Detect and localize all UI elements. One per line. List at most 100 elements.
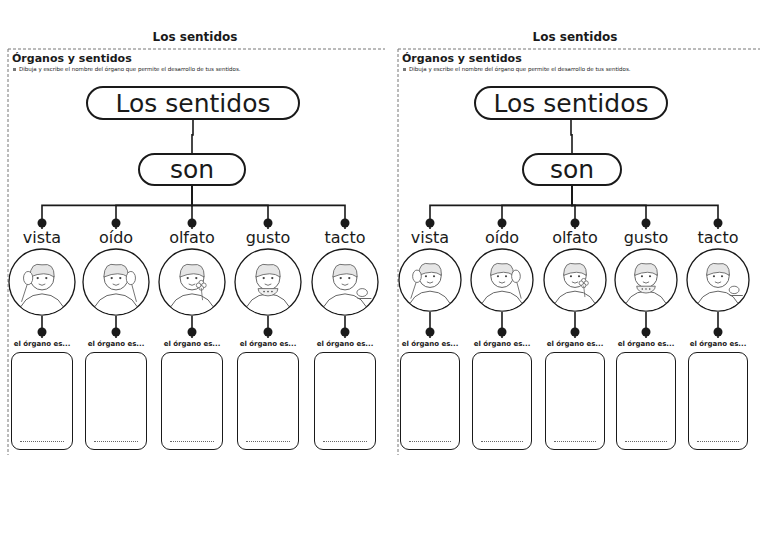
sense-heading: vista <box>392 229 468 248</box>
connector-line <box>571 120 572 153</box>
connector-dot <box>188 219 197 228</box>
writing-line <box>20 441 63 442</box>
child-illustration <box>320 264 371 316</box>
kid-eye <box>433 275 435 277</box>
connector-line <box>572 186 718 229</box>
connector-dot <box>714 219 723 228</box>
dashed-border <box>8 49 9 455</box>
sense-name: vista <box>4 229 80 247</box>
circle-outline <box>608 248 684 312</box>
bullet-mark <box>13 68 16 71</box>
child-illustration <box>479 263 526 312</box>
kid-mouth <box>189 284 196 285</box>
answer-prompt: el órgano es... <box>85 338 147 350</box>
writing-line <box>625 441 667 442</box>
child-illustration <box>91 264 141 316</box>
drawing-frame <box>472 352 532 450</box>
circle-outline <box>154 248 230 316</box>
kid-mouth <box>643 282 649 283</box>
child-illustration <box>695 263 743 312</box>
kid-eye <box>263 277 265 279</box>
sense-circle: tacto <box>680 229 756 312</box>
answer-box: el órgano es... <box>314 338 376 450</box>
connector-dot <box>38 328 47 337</box>
watermelon-seed <box>271 291 273 293</box>
kid-body <box>623 291 670 312</box>
kid-hair <box>419 263 442 275</box>
answer-box: el órgano es... <box>545 338 605 450</box>
answer-box: el órgano es... <box>688 338 748 450</box>
answer-prompt: el órgano es... <box>400 338 460 350</box>
flower-stem <box>584 286 585 297</box>
sense-circle: oído <box>464 229 540 312</box>
dashed-border <box>398 49 399 455</box>
writing-line <box>554 441 596 442</box>
kid-body <box>17 294 67 316</box>
kid-eye <box>340 277 342 279</box>
kid-eye <box>578 275 580 277</box>
kid-eye <box>45 277 47 279</box>
box-label: son <box>170 157 214 182</box>
kid-arm <box>132 285 137 302</box>
circle-outline <box>307 248 383 316</box>
answer-heading: el órgano es... <box>161 338 223 352</box>
watermelon-seed <box>642 288 644 290</box>
box-label: son <box>550 157 594 182</box>
kid-eye <box>348 277 350 279</box>
answer-heading: el órgano es... <box>11 338 73 352</box>
box-label: Los sentidos <box>494 91 649 116</box>
answer-box: el órgano es... <box>85 338 147 450</box>
flower-petal <box>579 281 583 285</box>
connector-dot <box>112 219 121 228</box>
connector-dot <box>341 219 350 228</box>
answer-box: el órgano es... <box>11 338 73 450</box>
kid-hair <box>30 264 54 277</box>
kid-arm <box>411 282 416 298</box>
writing-line <box>94 441 137 442</box>
flower-stem <box>201 288 202 300</box>
sense-circle: gusto <box>230 229 306 316</box>
circle-outline <box>392 248 468 312</box>
kid-mouth <box>572 282 578 283</box>
connector-dot <box>188 328 197 337</box>
child-illustration <box>623 263 670 312</box>
kid-eye <box>119 277 121 279</box>
kid-eye <box>713 275 715 277</box>
watermelon-seed <box>263 291 265 293</box>
sense-circle: tacto <box>307 229 383 316</box>
answer-box: el órgano es... <box>161 338 223 450</box>
circle-outline <box>464 248 540 312</box>
writing-line <box>697 441 739 442</box>
connector-line <box>192 120 193 153</box>
instruction-text: Dibuja y escribe el nombre del órgano qu… <box>409 66 631 72</box>
rounded-box: son <box>522 153 622 186</box>
kid-hand <box>24 271 33 284</box>
kid-eye <box>505 275 507 277</box>
kid-eye <box>425 275 427 277</box>
kid-body <box>407 291 454 312</box>
answer-prompt: el órgano es... <box>11 338 73 350</box>
sense-name: oído <box>78 229 154 247</box>
rounded-box: Los sentidos <box>86 86 300 120</box>
sense-name: gusto <box>230 229 306 247</box>
kid-body <box>320 294 370 316</box>
sense-heading: olfato <box>537 229 613 248</box>
sense-name: tacto <box>307 229 383 247</box>
kid-body <box>243 294 293 316</box>
kid-body <box>695 291 742 312</box>
sense-heading: gusto <box>608 229 684 248</box>
watermelon-slice <box>637 286 656 293</box>
kid-eye <box>570 275 572 277</box>
answer-heading: el órgano es... <box>545 338 605 352</box>
kid-eye <box>271 277 273 279</box>
sense-circle: olfato <box>537 229 613 312</box>
sense-circle: oído <box>78 229 154 316</box>
kid-eye <box>721 275 723 277</box>
connector-dot <box>642 328 651 337</box>
answer-box: el órgano es... <box>400 338 460 450</box>
circle-outline <box>78 248 154 316</box>
kid-mouth <box>342 284 349 285</box>
kid-body <box>91 294 141 316</box>
rounded-box: Los sentidos <box>474 86 668 120</box>
